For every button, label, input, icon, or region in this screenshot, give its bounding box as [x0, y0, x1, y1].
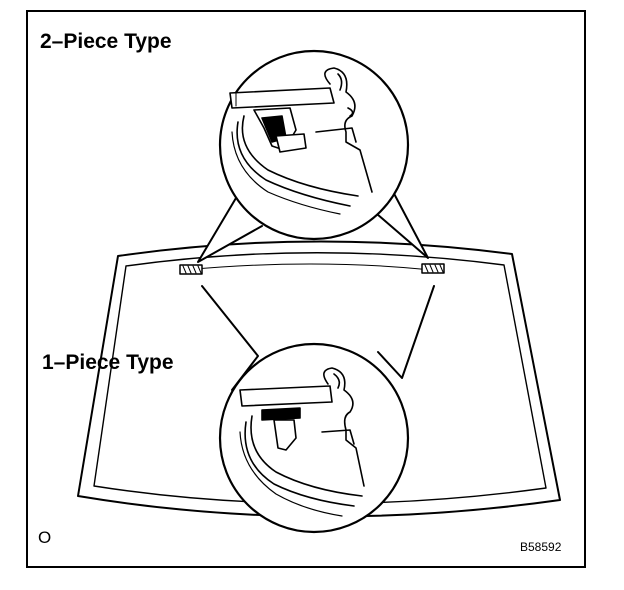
- clip-detail-1-piece: [239, 367, 365, 517]
- callout-pointer-top-left: [197, 197, 263, 263]
- clip-detail-2-piece: [229, 67, 373, 215]
- detail-circle-1-piece: [218, 342, 410, 534]
- two-piece-type-label: 2–Piece Type: [40, 30, 172, 53]
- clip-marker-right: [421, 263, 445, 274]
- windshield-outer-edge: [77, 240, 561, 518]
- corner-mark: O: [38, 528, 52, 547]
- windshield-inner-edge: [93, 252, 547, 505]
- figure-code: B58592: [520, 540, 562, 554]
- callout-pointer-bottom-right: [377, 285, 435, 379]
- windshield-molding-line: [184, 263, 433, 271]
- one-piece-type-label: 1–Piece Type: [42, 351, 174, 374]
- clip-marker-left: [179, 264, 203, 275]
- detail-circle-2-piece: [218, 49, 410, 241]
